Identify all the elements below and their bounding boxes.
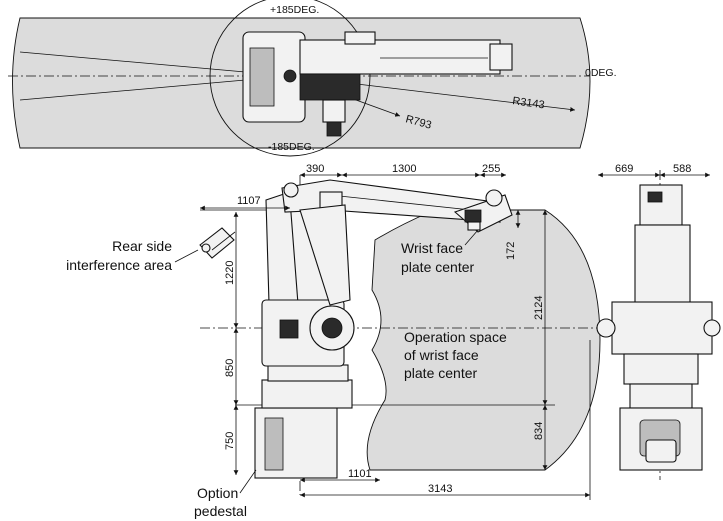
dim-834: 834 [533,422,545,440]
front-view: 669 588 [596,163,721,480]
side-view: 390 1300 255 1107 1220 850 750 172 2124 … [66,163,601,519]
operation-label-line2: of wrist face [404,347,479,363]
dim-255: 255 [482,163,500,175]
option-pedestal-leader [239,469,257,494]
operation-label-line1: Operation space [404,329,507,345]
angle-negative-label: -185DEG. [268,141,315,153]
radius-outer-label: R3143 [512,95,546,111]
rear-side-label-line2: interference area [66,257,172,273]
side-dimensions [200,172,591,500]
dim-172: 172 [505,242,517,260]
dim-1107: 1107 [237,195,261,207]
wrist-label-line1: Wrist face [401,240,463,256]
dim-1101: 1101 [348,468,372,480]
dim-1220: 1220 [224,261,236,285]
dim-588: 588 [673,163,691,175]
wrist-leader [464,229,479,246]
rear-interference-area [199,227,236,259]
top-view: +185DEG. -185DEG. 0DEG. R3143 R793 [8,0,617,157]
dim-750: 750 [224,432,236,450]
dim-850: 850 [224,359,236,377]
wrist-label-line2: plate center [401,259,474,275]
rear-side-label-line1: Rear side [112,238,172,254]
angle-positive-label: +185DEG. [270,4,319,16]
option-pedestal-label-line1: Option [197,485,238,501]
angle-zero-label: 0DEG. [585,67,617,79]
front-robot-body [596,184,721,471]
top-robot-body [242,31,513,137]
side-robot-body [254,179,513,479]
dim-2124: 2124 [533,296,545,320]
dim-390: 390 [306,163,324,175]
option-pedestal-label-line2: pedestal [194,503,247,519]
operation-label-line3: plate center [404,365,477,381]
dim-669: 669 [615,163,633,175]
rear-side-leader [174,249,199,263]
dim-1300: 1300 [392,163,416,175]
dim-3143: 3143 [428,483,452,495]
